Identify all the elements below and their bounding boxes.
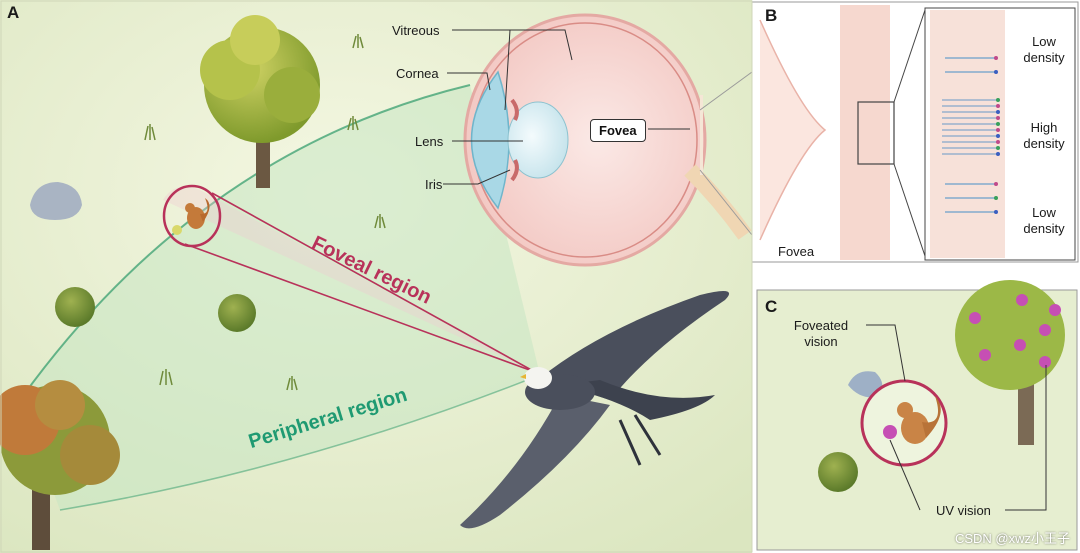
- fovea-band: [840, 5, 890, 260]
- density-bottom-line2: density: [1023, 221, 1065, 237]
- panel-a-letter: A: [7, 3, 20, 22]
- eye-diagram: [463, 13, 752, 267]
- bush-panel-c: [818, 452, 858, 492]
- peripheral-arc: [19, 84, 471, 401]
- panel-a-to-b-line-top: [699, 71, 753, 111]
- label-cornea: Cornea: [396, 66, 439, 81]
- density-label-bottom: Low density: [1016, 205, 1072, 238]
- foveated-line1: Foveated: [793, 318, 849, 333]
- tree-bottom-left: [0, 380, 120, 550]
- panel-c-leader-lines: [866, 324, 1047, 511]
- panel-c-letter: C: [765, 297, 778, 316]
- watermark: CSDN @xwz小王子: [954, 531, 1070, 546]
- label-fovea-eye: Fovea: [590, 119, 646, 142]
- grass-tufts: [144, 34, 386, 391]
- eye-connector: [700, 95, 703, 175]
- rock-1: [30, 182, 82, 220]
- eye-leader-lines: [443, 29, 690, 185]
- fovea-pit-left: [759, 19, 827, 241]
- photoreceptors: [942, 56, 1000, 214]
- density-top-line2: density: [1023, 50, 1065, 66]
- rock-panel-c: [848, 371, 883, 398]
- foveal-circle: [162, 184, 222, 248]
- foveal-cone: [163, 186, 535, 372]
- density-mid-line2: density: [1023, 136, 1065, 152]
- iris-shape: [510, 98, 519, 182]
- bush-1: [55, 287, 95, 327]
- panel-a-border: [0, 0, 753, 553]
- panel-b-letter: B: [765, 6, 778, 25]
- uv-vision-label: UV vision: [936, 503, 991, 518]
- panel-b-fovea-label: Fovea: [778, 244, 815, 259]
- receptor-tissue: [930, 10, 1005, 258]
- label-iris: Iris: [425, 177, 443, 192]
- fovea-zoom-box: [857, 101, 895, 165]
- density-top-line1: Low: [1032, 34, 1056, 49]
- density-label-mid: High density: [1016, 120, 1072, 153]
- eagle: [460, 291, 730, 529]
- foveal-line-bottom: [184, 243, 536, 373]
- panel-a-to-b-line-bottom: [699, 169, 753, 236]
- label-lens: Lens: [415, 134, 444, 149]
- label-vitreous: Vitreous: [392, 23, 440, 38]
- density-bottom-line1: Low: [1032, 205, 1056, 220]
- peripheral-cone: [20, 85, 540, 510]
- zoom-line-top: [893, 9, 926, 103]
- tree-top: [200, 15, 320, 188]
- density-label-top: Low density: [1016, 34, 1072, 67]
- tree-panel-c: [955, 280, 1065, 445]
- uv-fruit: [883, 425, 897, 439]
- squirrel-small: [172, 198, 210, 235]
- foveated-line2: vision: [804, 334, 838, 350]
- peripheral-bottom: [59, 374, 541, 511]
- foveal-line-top: [211, 192, 536, 373]
- zoom-line-bottom: [893, 163, 926, 257]
- density-mid-line1: High: [1030, 120, 1058, 135]
- lens-shape: [507, 101, 569, 179]
- optic-nerve: [684, 164, 752, 240]
- foveated-vision-label: Foveated vision: [780, 318, 862, 351]
- squirrel-large: [897, 396, 941, 444]
- bush-2: [218, 294, 256, 332]
